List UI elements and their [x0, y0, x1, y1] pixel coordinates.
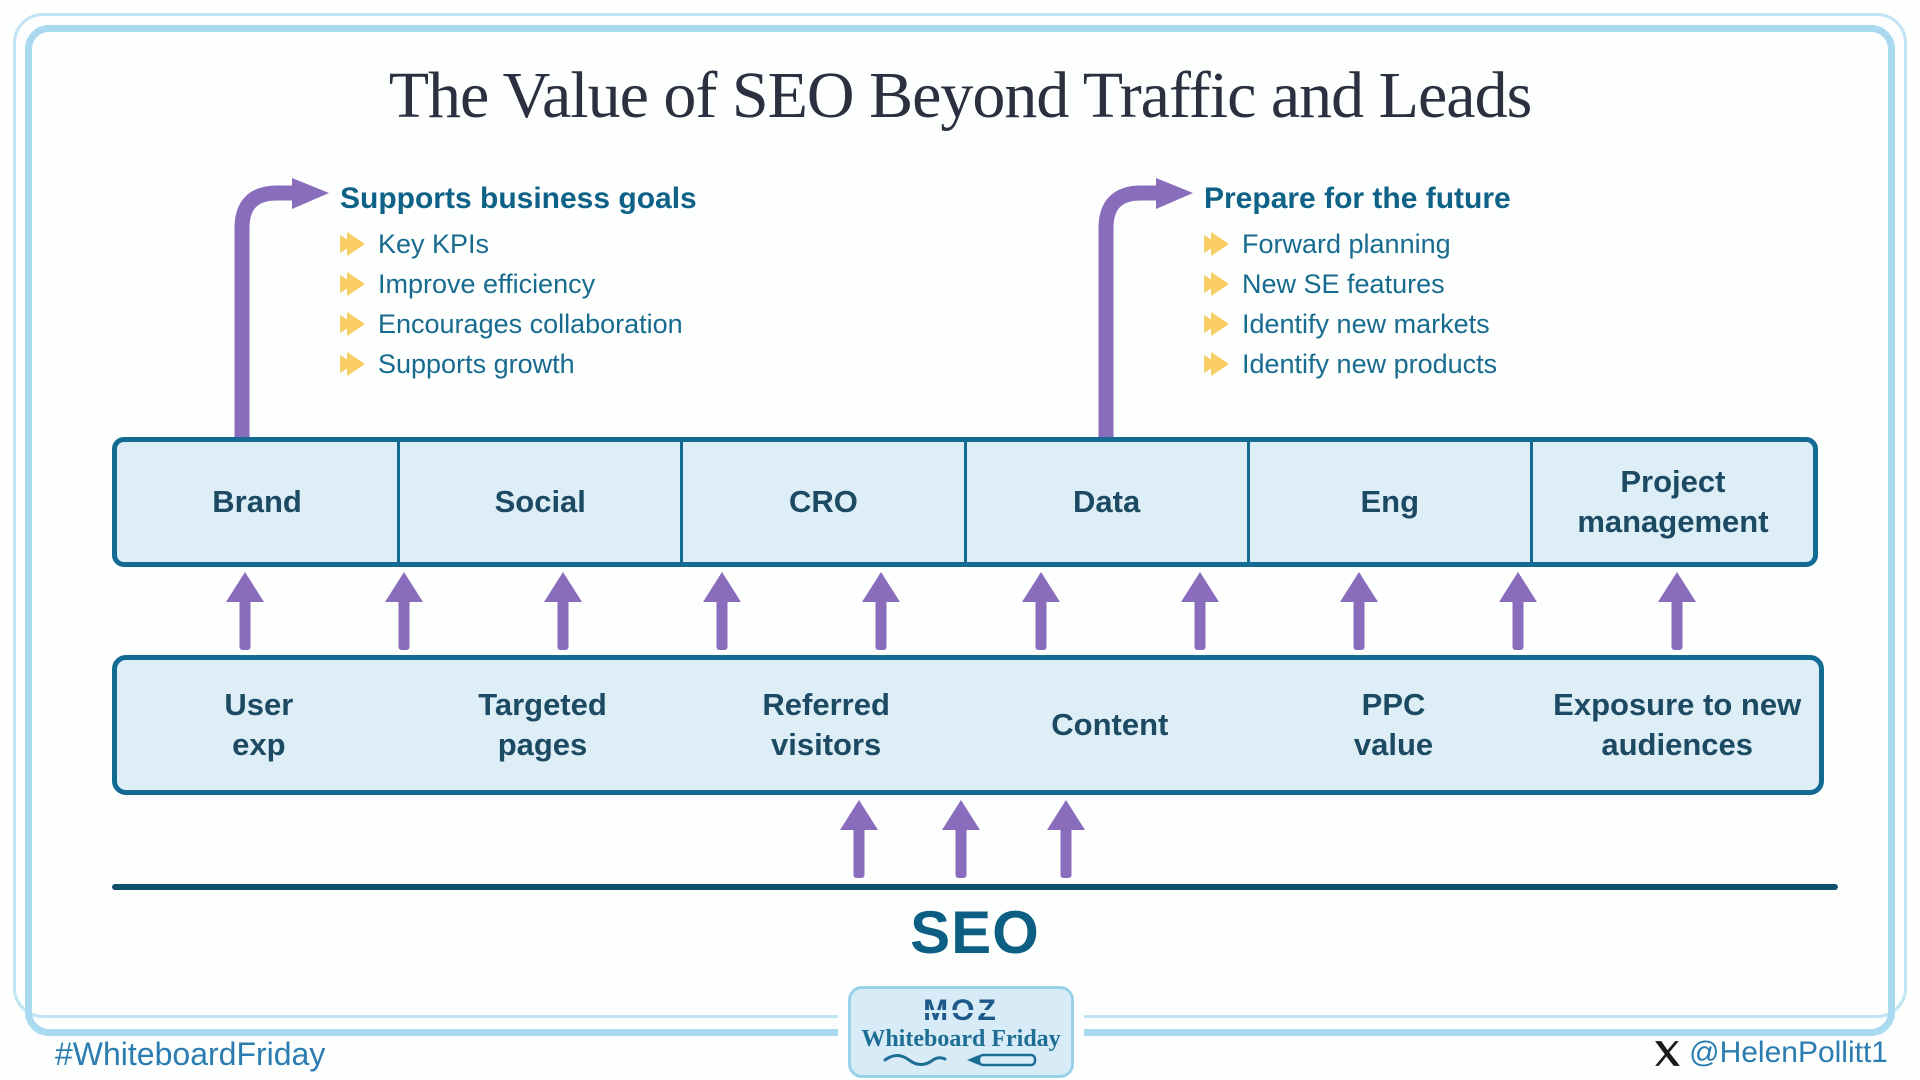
box-targeted-pages: Targeted pages — [401, 660, 685, 790]
double-right-arrow-icon — [340, 232, 365, 256]
author-handle: @HelenPollitt1 — [1654, 1036, 1888, 1070]
list-item: Identify new products — [1204, 344, 1764, 384]
box-label: Brand — [212, 484, 302, 519]
elbow-arrow-brand-to-goals — [234, 178, 329, 442]
up-arrow-icon — [226, 572, 264, 650]
list-item-label: Forward planning — [1242, 228, 1451, 259]
up-arrow-icon — [1022, 572, 1060, 650]
list-item-label: Supports growth — [378, 348, 575, 379]
box-brand: Brand — [117, 442, 397, 562]
up-arrow-icon — [1181, 572, 1219, 650]
double-right-arrow-icon — [340, 352, 365, 376]
callout-heading: Supports business goals — [340, 182, 697, 215]
seo-label: SEO — [910, 899, 1040, 966]
up-arrow-icon — [544, 572, 582, 650]
list-item: Encourages collaboration — [340, 304, 900, 344]
up-arrow-icon — [1340, 572, 1378, 650]
list-item-label: Encourages collaboration — [378, 308, 683, 339]
box-label: Exposure to new audiences — [1553, 687, 1802, 762]
callout-prepare-future: Prepare for the future Forward planning … — [1204, 182, 1764, 384]
handle-label: @HelenPollitt1 — [1689, 1036, 1888, 1069]
marker-squiggle-icon — [883, 1053, 1037, 1067]
elbow-arrow-data-to-future — [1098, 178, 1193, 442]
up-arrow-icon — [840, 800, 878, 878]
up-arrow-icon — [862, 572, 900, 650]
moz-logo: MOZ — [921, 994, 1001, 1027]
box-label: Data — [1073, 484, 1141, 519]
list-item: Key KPIs — [340, 224, 900, 264]
box-label: CRO — [788, 484, 858, 519]
double-right-arrow-icon — [1204, 312, 1229, 336]
box-content: Content — [968, 660, 1252, 790]
callout-business-goals: Supports business goals Key KPIs Improve… — [340, 182, 900, 384]
box-label: Eng — [1360, 484, 1420, 519]
box-project-management: Project management — [1529, 442, 1813, 562]
list-item-label: Improve efficiency — [378, 268, 596, 299]
box-referred-visitors: Referred visitors — [684, 660, 968, 790]
badge-series-label: Whiteboard Friday — [861, 1026, 1061, 1052]
box-ppc-value: PPC value — [1252, 660, 1536, 790]
box-eng: Eng — [1246, 442, 1530, 562]
up-arrow-icon — [942, 800, 980, 878]
box-label: Project management — [1577, 464, 1769, 539]
box-label: Targeted pages — [478, 687, 607, 762]
seo-values-row: User exp Targeted pages Referred visitor… — [112, 655, 1824, 795]
list-item: Supports growth — [340, 344, 900, 384]
box-label: Referred visitors — [762, 687, 890, 762]
x-twitter-icon — [1655, 1040, 1680, 1066]
list-item-label: Identify new products — [1242, 348, 1498, 379]
list-item-label: New SE features — [1242, 268, 1445, 299]
hashtag-label: #WhiteboardFriday — [55, 1036, 326, 1072]
double-right-arrow-icon — [1204, 272, 1229, 296]
box-exposure-new-audiences: Exposure to new audiences — [1535, 660, 1819, 790]
box-user-exp: User exp — [117, 660, 401, 790]
up-arrow-icon — [1658, 572, 1696, 650]
box-label: Social — [494, 484, 586, 519]
box-label: PPC value — [1353, 687, 1434, 762]
box-data: Data — [963, 442, 1247, 562]
departments-row: Brand Social CRO Data Eng Project manage… — [112, 437, 1818, 567]
page-title: The Value of SEO Beyond Traffic and Lead… — [388, 59, 1533, 132]
list-item-label: Identify new markets — [1242, 308, 1490, 339]
seo-baseline-divider — [112, 884, 1838, 890]
list-item: New SE features — [1204, 264, 1764, 304]
list-item: Identify new markets — [1204, 304, 1764, 344]
double-right-arrow-icon — [340, 312, 365, 336]
double-right-arrow-icon — [340, 272, 365, 296]
list-item: Improve efficiency — [340, 264, 900, 304]
up-arrow-icon — [1047, 800, 1085, 878]
list-item: Forward planning — [1204, 224, 1764, 264]
up-arrow-icon — [1499, 572, 1537, 650]
box-label: User exp — [224, 687, 294, 762]
box-cro: CRO — [680, 442, 963, 562]
box-social: Social — [397, 442, 680, 562]
list-item-label: Key KPIs — [378, 228, 490, 259]
moz-whiteboard-friday-badge: MOZ Whiteboard Friday — [848, 986, 1074, 1078]
up-arrow-icon — [385, 572, 423, 650]
up-arrow-icon — [703, 572, 741, 650]
double-right-arrow-icon — [1204, 232, 1229, 256]
double-right-arrow-icon — [1204, 352, 1229, 376]
box-label: Content — [1051, 707, 1169, 742]
callout-heading: Prepare for the future — [1204, 182, 1511, 215]
